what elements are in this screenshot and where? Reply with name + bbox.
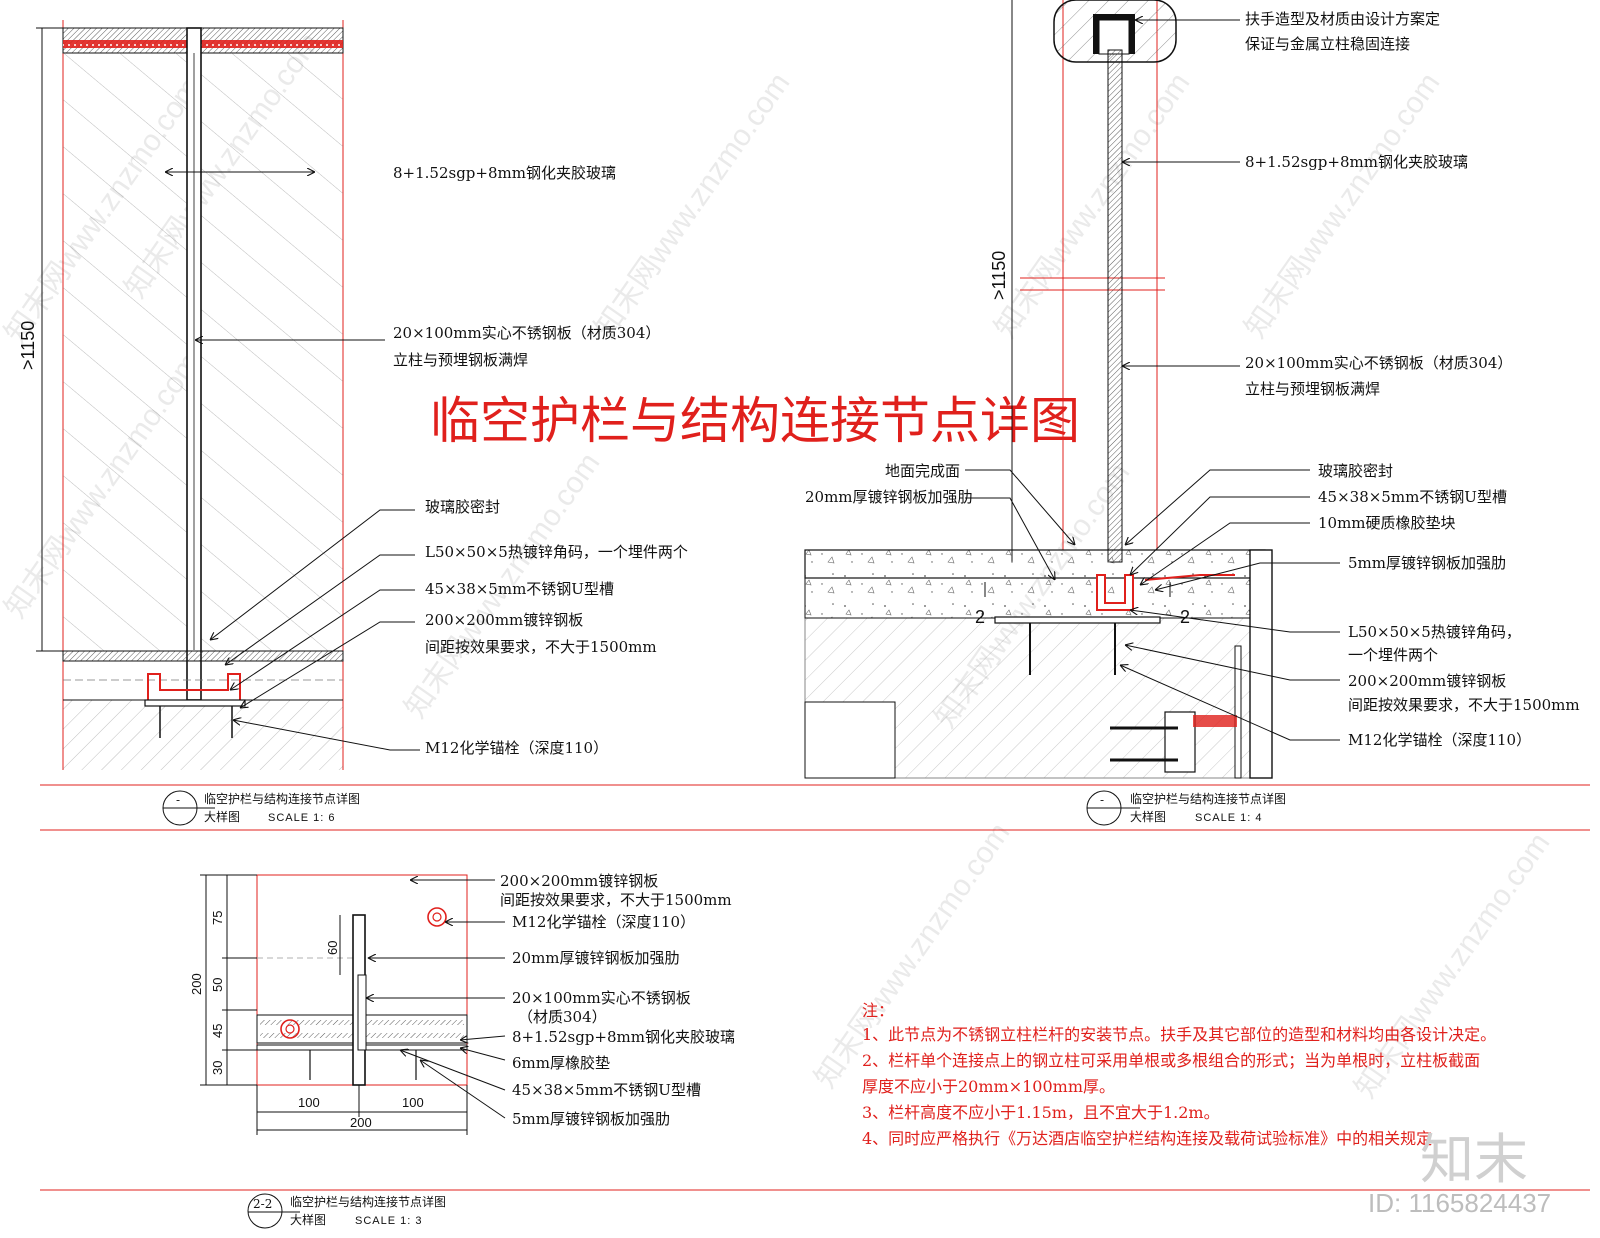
- image-id: ID: 1165824437: [1368, 1188, 1551, 1218]
- right-label-plate-1: 200×200mm镀锌钢板: [1348, 672, 1506, 690]
- left-label-angle: L50×50×5热镀锌角码，一个埋件两个: [425, 543, 688, 561]
- right-label-handrail-1: 扶手造型及材质由设计方案定: [1245, 10, 1440, 28]
- tb-right-scale: SCALE 1: 4: [1195, 812, 1262, 824]
- note-item: 3、栏杆高度不应小于1.15m，且不宜大于1.2m。: [862, 1103, 1220, 1122]
- plan-dim-bottom-total: 200: [350, 1115, 372, 1130]
- right-label-rib5: 5mm厚镀锌钢板加强肋: [1348, 554, 1506, 572]
- right-label-rib20: 20mm厚镀锌钢板加强肋: [805, 488, 973, 506]
- plan-label-rubber6: 6mm厚橡胶垫: [512, 1054, 610, 1072]
- left-label-sealant: 玻璃胶密封: [425, 498, 500, 516]
- plan-dim-60: 60: [325, 941, 340, 955]
- left-section-detail: >1150 8+1.52sgp+8mm钢化夹胶玻璃 20×100mm实心不锈钢板…: [18, 20, 688, 770]
- tb-right-name: 临空护栏与结构连接节点详图: [1130, 791, 1286, 806]
- plan-dim-45: 45: [210, 1024, 225, 1038]
- section-mark-right: 2: [1180, 607, 1190, 627]
- tb-left-name: 临空护栏与结构连接节点详图: [204, 791, 360, 806]
- plan-label-plate-2: 间距按效果要求，不大于1500mm: [500, 891, 732, 909]
- left-height-dim: >1150: [18, 321, 38, 370]
- right-label-post-2: 立柱与预埋钢板满焊: [1245, 380, 1380, 398]
- tb-left-mark: -: [176, 793, 180, 807]
- plan-detail: 75 50 45 30 200 60 100 100 200 200×200mm…: [189, 872, 735, 1135]
- tb-right-sub: 大样图: [1130, 809, 1166, 824]
- plan-label-plate-1: 200×200mm镀锌钢板: [500, 872, 658, 890]
- right-label-plate-2: 间距按效果要求，不大于1500mm: [1348, 696, 1580, 714]
- right-label-channel: 45×38×5mm不锈钢U型槽: [1318, 488, 1507, 506]
- plan-dim-50: 50: [210, 978, 225, 992]
- note-item: 4、同时应严格执行《万达酒店临空护栏结构连接及载荷试验标准》中的相关规定: [862, 1129, 1432, 1148]
- watermark-text: 知末网www.znzmo.com: [989, 67, 1197, 344]
- plan-label-rib20: 20mm厚镀锌钢板加强肋: [512, 949, 680, 967]
- watermark-text: 知末网www.znzmo.com: [1239, 67, 1447, 344]
- left-label-glass: 8+1.52sgp+8mm钢化夹胶玻璃: [393, 164, 616, 182]
- plan-dim-total: 200: [189, 973, 204, 995]
- right-label-angle-1: L50×50×5热镀锌角码，: [1348, 623, 1521, 641]
- right-section-detail: >1150 2 2 扶手造型及材: [804, 0, 1580, 779]
- left-label-channel: 45×38×5mm不锈钢U型槽: [425, 580, 614, 598]
- right-label-post-1: 20×100mm实心不锈钢板（材质304）: [1245, 354, 1512, 372]
- main-title: 临空护栏与结构连接节点详图: [430, 392, 1080, 450]
- right-label-rubber10: 10mm硬质橡胶垫块: [1318, 514, 1456, 532]
- right-label-sealant: 玻璃胶密封: [1318, 462, 1393, 480]
- left-label-plate-1: 200×200mm镀锌钢板: [425, 611, 583, 629]
- plan-label-channel: 45×38×5mm不锈钢U型槽: [512, 1081, 701, 1099]
- right-label-angle-2: 一个埋件两个: [1348, 646, 1438, 664]
- tb-plan-name: 临空护栏与结构连接节点详图: [290, 1194, 446, 1209]
- title-block-plan: 2-2 临空护栏与结构连接节点详图 大样图 SCALE 1: 3: [247, 1193, 446, 1229]
- tb-left-sub: 大样图: [204, 809, 240, 824]
- plan-dim-30: 30: [210, 1061, 225, 1075]
- plan-label-rib5: 5mm厚镀锌钢板加强肋: [512, 1110, 670, 1128]
- tb-left-scale: SCALE 1: 6: [268, 812, 335, 824]
- left-label-anchor: M12化学锚栓（深度110）: [425, 739, 608, 757]
- notes-block: 注： 1、此节点为不锈钢立柱栏杆的安装节点。扶手及其它部位的造型和材料均由各设计…: [862, 1001, 1496, 1148]
- title-block-left: - 临空护栏与结构连接节点详图 大样图 SCALE 1: 6: [162, 790, 360, 826]
- watermark-text: 知末网www.znzmo.com: [589, 67, 797, 344]
- tb-right-mark: -: [1100, 793, 1104, 807]
- plan-dim-75: 75: [210, 911, 225, 925]
- left-label-plate-2: 间距按效果要求，不大于1500mm: [425, 638, 657, 656]
- right-label-glass: 8+1.52sgp+8mm钢化夹胶玻璃: [1245, 153, 1468, 171]
- notes-heading: 注：: [862, 1001, 894, 1020]
- left-label-post-2: 立柱与预埋钢板满焊: [393, 351, 528, 369]
- brand-logo: 知末: [1420, 1128, 1528, 1191]
- tb-plan-sub: 大样图: [290, 1212, 326, 1227]
- section-mark-left: 2: [975, 607, 985, 627]
- plan-label-anchor: M12化学锚栓（深度110）: [512, 913, 695, 931]
- right-label-anchor: M12化学锚栓（深度110）: [1348, 731, 1531, 749]
- right-label-handrail-2: 保证与金属立柱稳固连接: [1245, 35, 1410, 53]
- note-item: 1、此节点为不锈钢立柱栏杆的安装节点。扶手及其它部位的造型和材料均由各设计决定。: [862, 1025, 1496, 1044]
- note-item: 2、栏杆单个连接点上的钢立柱可采用单根或多根组合的形式；当为单根时，立柱板截面: [862, 1051, 1480, 1070]
- plan-label-post-1: 20×100mm实心不锈钢板: [512, 989, 691, 1007]
- left-label-post-1: 20×100mm实心不锈钢板（材质304）: [393, 324, 660, 342]
- tb-plan-scale: SCALE 1: 3: [355, 1215, 422, 1227]
- plan-label-post-2: （材质304）: [518, 1008, 607, 1026]
- right-label-floor-finish: 地面完成面: [885, 462, 960, 480]
- right-height-dim: >1150: [989, 251, 1009, 300]
- plan-dim-bottom-2: 100: [402, 1095, 424, 1110]
- plan-label-glass: 8+1.52sgp+8mm钢化夹胶玻璃: [512, 1028, 735, 1046]
- plan-dim-bottom-1: 100: [298, 1095, 320, 1110]
- title-block-right: - 临空护栏与结构连接节点详图 大样图 SCALE 1: 4: [1086, 790, 1286, 826]
- note-item: 厚度不应小于20mm×100mm厚。: [862, 1077, 1115, 1096]
- tb-plan-mark: 2-2: [253, 1197, 272, 1211]
